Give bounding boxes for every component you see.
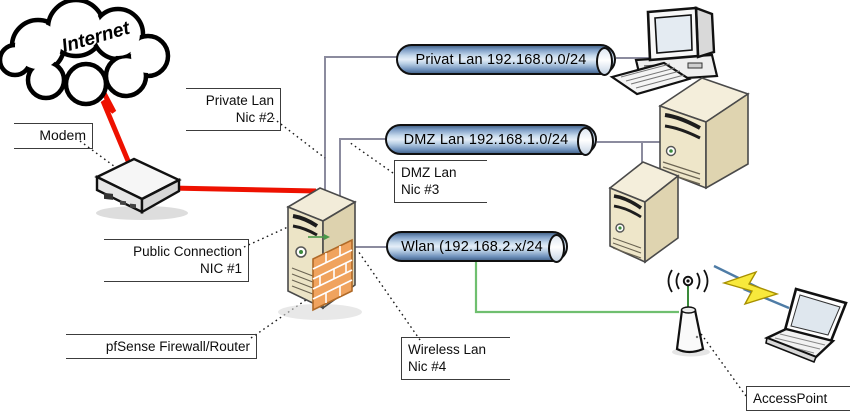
callout-modem-text: Modem [39,127,86,143]
callout-text-line: Private Lan [205,93,274,108]
pipe-wlan: Wlan (192.168.2.x/24 [386,231,568,263]
server-tower-1-icon [658,77,750,190]
callout-pfsense-text: pfSense Firewall/Router [105,339,250,354]
callout-modem: Modem [14,123,93,149]
pipe-end-cap [596,47,613,76]
desktop-computer-icon [609,6,719,96]
callout-public-connection-nic1: Public Connection NIC #1 [104,239,249,282]
callout-access-point: AccessPoint [746,386,850,412]
callout-text-line: NIC #1 [199,261,242,277]
modem-icon [94,157,188,220]
callout-text-line: Nic #4 [408,359,447,375]
lan-connector-lines [324,56,679,248]
callout-text-line: Nic #2 [235,110,274,126]
pipe-end-cap [577,127,594,156]
pipe-private-lan-label: Privat Lan 192.168.0.0/24 [415,51,587,68]
callout-dmz-lan-nic3: DMZ Lan Nic #3 [394,160,487,203]
callout-access-point-text: AccessPoint [753,391,828,406]
callout-pfsense-firewall-router: pfSense Firewall/Router [66,334,257,360]
internet-cloud-icon [0,0,171,107]
server-tower-2-icon [608,161,680,264]
callout-leader-lines [79,117,747,397]
pipe-end-cap [548,234,565,263]
callout-text-line: Public Connection [133,244,242,259]
modem-to-router-link [169,185,317,194]
callout-text-line: Wireless Lan [408,342,487,357]
wireless-bolt-icon [713,264,790,310]
callout-private-lan-nic2: Private Lan Nic #2 [186,88,281,131]
callout-text-line: Nic #3 [401,182,440,198]
laptop-icon [763,287,848,364]
firewall-brick-icon [312,238,353,312]
pipe-wlan-label: Wlan (192.168.2.x/24 [401,238,543,255]
wlan-connector-line [474,262,679,314]
pipe-dmz-lan: DMZ Lan 192.168.1.0/24 [385,124,597,156]
access-point-icon [667,269,710,357]
pipe-dmz-lan-label: DMZ Lan 192.168.1.0/24 [403,131,569,148]
callout-wireless-lan-nic4: Wireless Lan Nic #4 [401,337,510,380]
callout-text-line: DMZ Lan [401,165,457,180]
pipe-private-lan: Privat Lan 192.168.0.0/24 [396,44,616,76]
